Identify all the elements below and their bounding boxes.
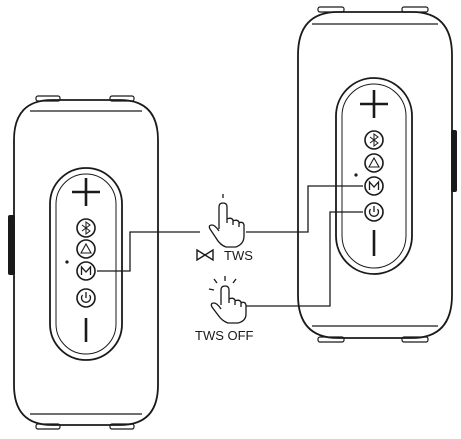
speaker-right-bottom-ridge [317,336,345,343]
connector-tws-to-right [246,185,363,233]
mode-m-icon [368,180,380,190]
tap-gesture-tws: TWS [196,194,253,263]
speaker-left-top-ridge [109,95,135,102]
speaker-right-bluetooth-button[interactable] [364,130,384,150]
tap-gesture-tws-off: TWS OFF [195,276,254,343]
plus-icon [72,178,100,206]
speaker-left-mode-button[interactable] [76,261,96,281]
speaker-right-side-tab [451,130,457,192]
speaker-right-bottom-ridge [401,336,429,343]
speaker-left-power-button[interactable] [76,288,96,308]
speaker-right-indicator-dot [354,173,358,177]
speaker-right-mode-button[interactable] [364,176,384,196]
tws-label: TWS [224,248,253,263]
speaker-right-power-button[interactable] [364,202,384,222]
speaker-left-control-panel [49,167,123,361]
speaker-left [8,95,159,430]
light-mode-icon [80,242,92,254]
bluetooth-icon [369,133,379,147]
speaker-left-bottom-ridge [35,423,61,430]
bowtie-tws-icon [196,248,214,262]
speaker-left-light-button[interactable] [76,239,96,259]
speaker-right [297,6,457,343]
speaker-left-bluetooth-button[interactable] [76,218,96,238]
speaker-right-light-button[interactable] [364,153,384,173]
bluetooth-icon [81,221,91,235]
speaker-right-body [297,11,453,339]
speaker-left-bottom-ridge [109,423,135,430]
speaker-right-plus-button[interactable] [360,90,388,118]
power-icon [368,206,380,217]
speaker-left-indicator-dot [65,260,69,264]
tap-finger-icon [208,194,245,248]
plus-icon [360,90,388,118]
speaker-left-plus-button[interactable] [72,178,100,206]
double-tap-finger-icon [208,276,247,324]
speaker-left-side-tab [8,215,15,275]
connector-lines [97,185,363,307]
speaker-right-control-panel-inner [341,83,407,269]
power-icon [80,292,92,303]
speaker-left-control-panel-inner [55,173,117,355]
connector-left-to-tws [97,231,200,272]
connector-twsoff-to-right [246,211,363,307]
mode-m-icon [80,265,92,275]
light-mode-icon [368,156,380,168]
speaker-left-body [13,99,159,426]
speaker-right-control-panel [335,77,413,275]
tws-off-label: TWS OFF [195,328,254,343]
